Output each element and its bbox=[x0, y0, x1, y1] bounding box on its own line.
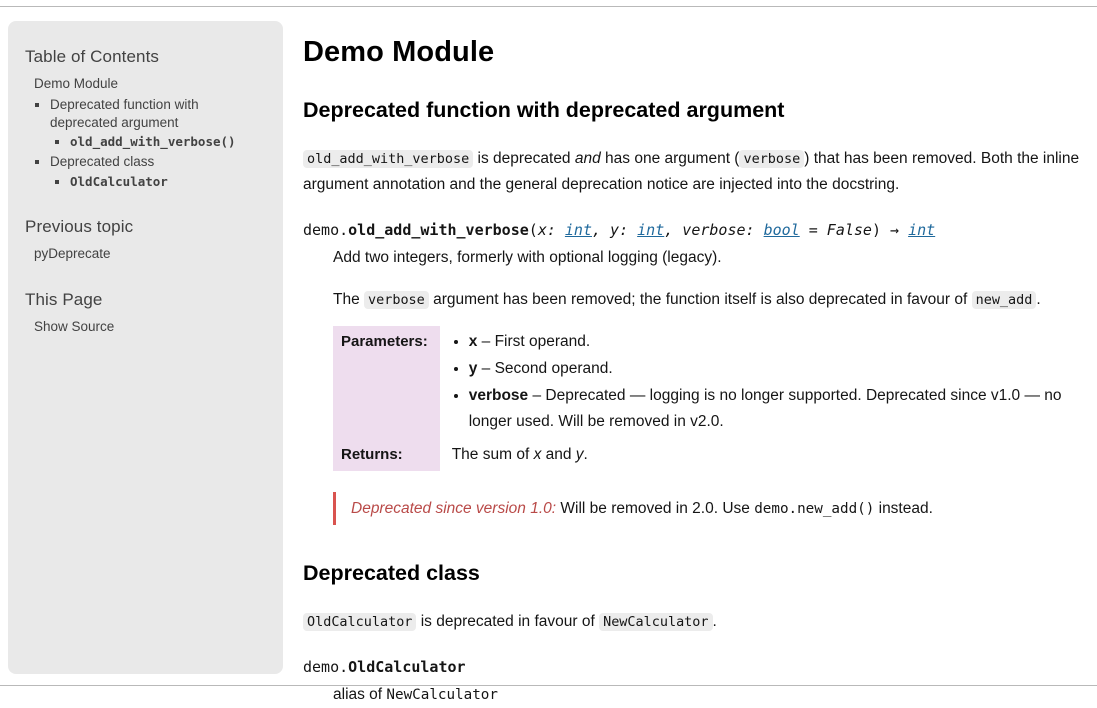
parameters-row: Parameters: x – First operand.y – Second… bbox=[333, 325, 1089, 439]
previous-topic-link[interactable]: pyDeprecate bbox=[34, 245, 111, 261]
text-segment: old_add_with_verbose bbox=[348, 221, 529, 240]
returns-row: Returns: The sum of x and y. bbox=[333, 438, 1089, 471]
text-segment: ) that has been removed. Both the inline… bbox=[303, 150, 1080, 194]
text-segment: x bbox=[468, 332, 478, 350]
text-segment: demo.new_add() bbox=[754, 500, 875, 517]
text-segment: demo. bbox=[303, 658, 349, 677]
show-source-link[interactable]: Show Source bbox=[34, 318, 115, 334]
text-segment: argument has been removed; the function … bbox=[428, 290, 972, 308]
docstring-detail: The verbose argument has been removed; t… bbox=[333, 287, 1089, 313]
previous-topic: pyDeprecate bbox=[34, 245, 269, 264]
toc-link-old-add-with-verbose[interactable]: old_add_with_verbose() bbox=[70, 134, 236, 150]
top-divider bbox=[0, 0, 1097, 7]
deprecated-admonition: Deprecated since version 1.0: Will be re… bbox=[333, 491, 1089, 526]
parameters-table: Parameters: x – First operand.y – Second… bbox=[333, 325, 1089, 471]
returns-label: Returns: bbox=[333, 438, 440, 471]
text-segment: old_add_with_verbose bbox=[303, 150, 474, 169]
toc-link-demo-module[interactable]: Demo Module bbox=[34, 76, 119, 91]
text-segment: and bbox=[541, 445, 576, 463]
toc-item: Deprecated function with deprecated argu… bbox=[50, 96, 269, 151]
toc-item: OldCalculator bbox=[70, 173, 269, 191]
text-segment: Will be removed in 2.0. Use bbox=[560, 499, 755, 517]
returns-cell: The sum of x and y. bbox=[440, 439, 1089, 471]
toc-link-oldcalculator[interactable]: OldCalculator bbox=[70, 174, 168, 190]
section-heading-deprecated-class: Deprecated class bbox=[303, 561, 480, 586]
toc-item: Deprecated class OldCalculator bbox=[50, 153, 269, 191]
toc-link-deprecated-function[interactable]: Deprecated function with deprecated argu… bbox=[50, 96, 199, 130]
parameters-label: Parameters: bbox=[333, 325, 440, 439]
text-segment: and bbox=[574, 150, 601, 168]
text-segment: Deprecated since version 1.0: bbox=[351, 499, 561, 517]
text-segment: verbose bbox=[364, 290, 429, 309]
alias-line: alias of NewCalculator bbox=[333, 682, 1089, 708]
sidebar: Table of Contents Demo Module Deprecated… bbox=[8, 21, 283, 674]
text-segment: instead. bbox=[874, 499, 933, 517]
class-signature: demo.OldCalculator bbox=[303, 656, 1089, 679]
inline-link[interactable]: bool bbox=[763, 221, 800, 240]
text-segment: = False bbox=[799, 221, 872, 240]
inline-link[interactable]: int bbox=[564, 221, 592, 240]
text-segment: has one argument ( bbox=[600, 150, 740, 168]
previous-topic-heading: Previous topic bbox=[25, 216, 134, 236]
text-segment: ( bbox=[528, 221, 538, 240]
main-content: Demo Module Deprecated function with dep… bbox=[303, 7, 1097, 708]
text-segment: is deprecated bbox=[473, 150, 575, 168]
text-segment: x: bbox=[537, 221, 565, 240]
this-page: Show Source bbox=[34, 318, 269, 337]
text-segment: – Second operand. bbox=[477, 359, 613, 377]
text-segment: alias of bbox=[333, 685, 387, 703]
parameter-item: y – Second operand. bbox=[469, 356, 1089, 382]
text-segment: . bbox=[583, 445, 588, 463]
function-docstring: Add two integers, formerly with optional… bbox=[333, 245, 1089, 526]
text-segment: x bbox=[533, 445, 542, 463]
text-segment: ) → bbox=[871, 221, 909, 240]
text-segment: y bbox=[468, 359, 478, 377]
page-title: Demo Module bbox=[303, 36, 495, 68]
table-of-contents: Demo Module Deprecated function with dep… bbox=[17, 75, 269, 191]
page-layout: Table of Contents Demo Module Deprecated… bbox=[0, 7, 1097, 703]
section-heading-deprecated-function: Deprecated function with deprecated argu… bbox=[303, 98, 785, 123]
text-segment: verbose bbox=[468, 386, 529, 404]
function-signature: demo.old_add_with_verbose(x: int, y: int… bbox=[303, 219, 1089, 242]
inline-link[interactable]: int bbox=[908, 221, 936, 240]
text-segment: new_add bbox=[971, 290, 1037, 309]
this-page-heading: This Page bbox=[25, 289, 103, 309]
text-segment: OldCalculator bbox=[348, 658, 466, 677]
text-segment: – Deprecated — logging is no longer supp… bbox=[468, 386, 1062, 430]
parameter-item: x – First operand. bbox=[469, 329, 1089, 355]
text-segment: NewCalculator bbox=[386, 686, 498, 703]
class-intro-paragraph: OldCalculator is deprecated in favour of… bbox=[303, 609, 1089, 635]
toc-sublist: OldCalculator bbox=[50, 173, 269, 191]
text-segment: y bbox=[575, 445, 584, 463]
toc-heading: Table of Contents bbox=[25, 47, 160, 66]
text-segment: OldCalculator bbox=[303, 613, 417, 632]
inline-link[interactable]: int bbox=[637, 221, 665, 240]
function-definition: demo.old_add_with_verbose(x: int, y: int… bbox=[303, 219, 1089, 526]
text-segment: NewCalculator bbox=[599, 613, 713, 632]
class-definition: demo.OldCalculator alias of NewCalculato… bbox=[303, 656, 1089, 708]
text-segment: . bbox=[1036, 290, 1041, 308]
function-intro-paragraph: old_add_with_verbose is deprecated and h… bbox=[303, 146, 1089, 198]
text-segment: demo. bbox=[303, 221, 349, 240]
text-segment: , y: bbox=[592, 221, 638, 240]
text-segment: is deprecated in favour of bbox=[416, 613, 600, 631]
text-segment: The sum of bbox=[451, 445, 534, 463]
parameters-cell: x – First operand.y – Second operand.ver… bbox=[440, 326, 1089, 439]
parameters-list: x – First operand.y – Second operand.ver… bbox=[452, 329, 1089, 435]
class-docstring: alias of NewCalculator bbox=[333, 682, 1089, 708]
text-segment: verbose bbox=[739, 150, 805, 169]
toc-item: old_add_with_verbose() bbox=[70, 133, 269, 151]
text-segment: , verbose: bbox=[664, 221, 764, 240]
toc-sublist: old_add_with_verbose() bbox=[50, 133, 269, 151]
text-segment: The bbox=[333, 290, 365, 308]
parameter-item: verbose – Deprecated — logging is no lon… bbox=[469, 383, 1089, 435]
docstring-summary: Add two integers, formerly with optional… bbox=[333, 248, 722, 266]
toc-list: Deprecated function with deprecated argu… bbox=[17, 96, 269, 191]
toc-link-deprecated-class[interactable]: Deprecated class bbox=[50, 154, 155, 170]
text-segment: – First operand. bbox=[477, 332, 591, 350]
text-segment: . bbox=[712, 613, 717, 631]
bottom-divider bbox=[0, 685, 1097, 692]
